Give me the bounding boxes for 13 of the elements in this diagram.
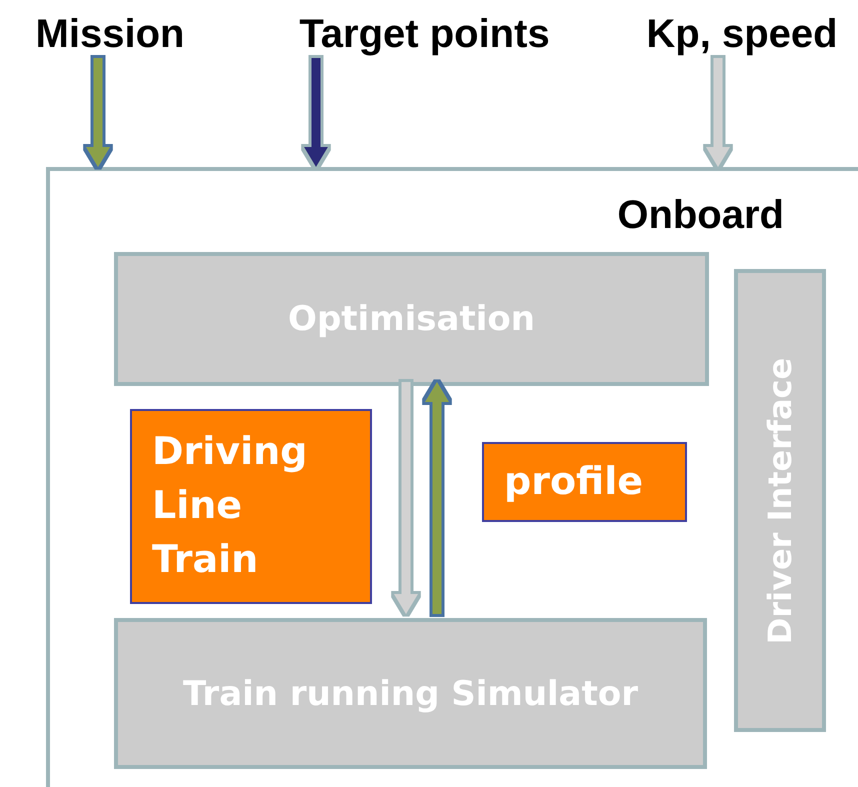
block-arrow (394, 382, 418, 614)
input-label: Target points (272, 10, 577, 58)
input-label: Mission (20, 10, 200, 58)
block-arrow (304, 58, 328, 167)
block-arrow (706, 58, 730, 167)
data-box: profile (482, 442, 687, 522)
data-box: Driving Line Train (130, 409, 372, 604)
block-arrow (425, 382, 449, 614)
interface-panel (734, 269, 826, 732)
onboard-frame (46, 167, 858, 787)
input-label: Kp, speed (626, 10, 858, 58)
block-arrow (86, 58, 110, 167)
frame-title: Onboard (617, 193, 784, 238)
